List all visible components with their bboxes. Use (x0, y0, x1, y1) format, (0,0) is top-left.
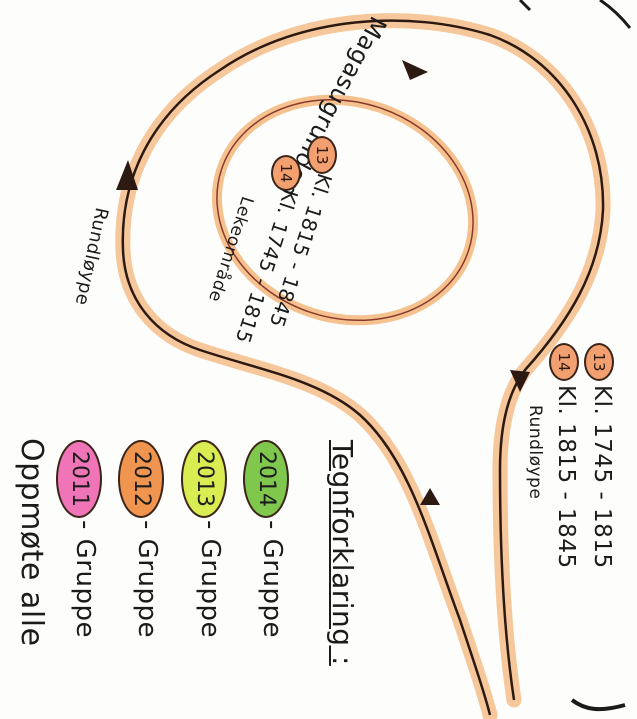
rundloype-left-label: Rundløype (70, 205, 112, 308)
edge-mark (599, 0, 632, 29)
legend-text-2014: - Gruppe (257, 520, 287, 638)
legend-text-2012: - Gruppe (132, 520, 162, 638)
direction-arrow (510, 370, 530, 392)
direction-arrow (402, 60, 428, 80)
time-14-right: Kl. 1815 - 1845 (553, 385, 579, 569)
badge-13-inner: 13 (307, 136, 337, 174)
badge-14-right: 14 (549, 343, 579, 381)
legend-footer: Oppmøte alle (14, 438, 49, 647)
legend-title: Tegnforklaring : (326, 440, 359, 666)
time-13-right: Kl. 1745 - 1815 (589, 385, 615, 569)
rundloype-right-label: Rundløype (525, 405, 545, 500)
legend-text-2013: - Gruppe (195, 520, 225, 638)
edge-mark (570, 698, 626, 712)
direction-arrow (116, 160, 138, 190)
direction-arrow (420, 488, 440, 505)
legend-text-2011: - Gruppe (70, 520, 100, 638)
legend-year-2013: 2013 (181, 440, 227, 518)
edge-mark (518, 0, 532, 12)
legend-year-2011: 2011 (56, 440, 102, 518)
legend-year-2012: 2012 (118, 440, 164, 518)
badge-13-right: 13 (584, 343, 614, 381)
legend-year-2014: 2014 (243, 440, 289, 518)
outer-loop-line (121, 19, 605, 716)
badge-14-inner: 14 (271, 155, 301, 191)
